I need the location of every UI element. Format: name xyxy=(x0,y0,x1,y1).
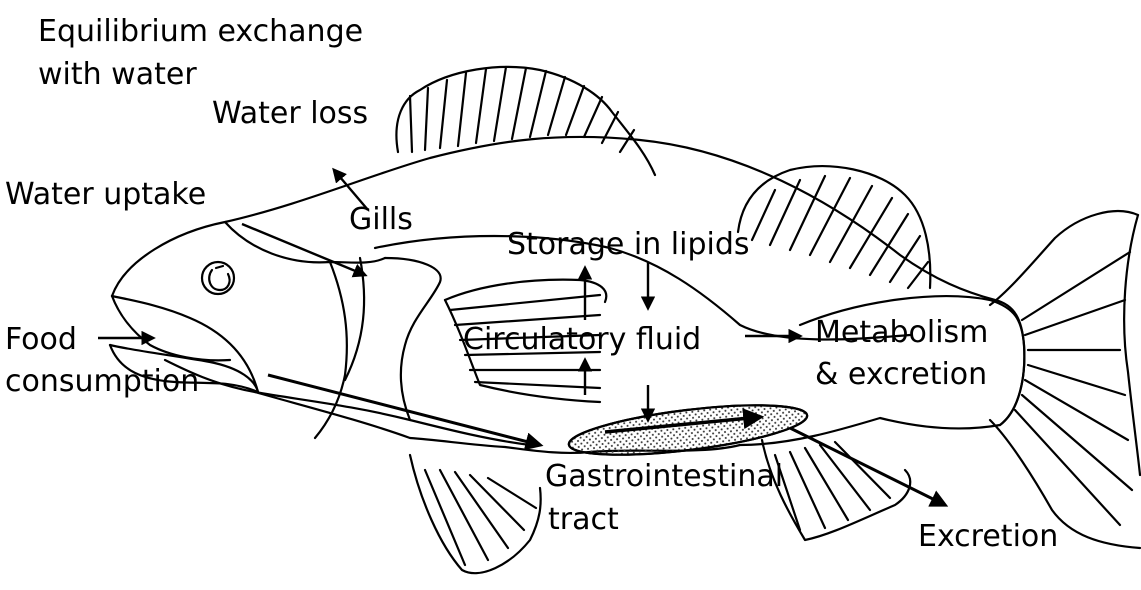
label-gills: Gills xyxy=(349,205,413,235)
soft-dorsal-fin xyxy=(738,166,930,288)
label-gi-2: tract xyxy=(548,505,619,535)
food-to-gi-arrow xyxy=(268,375,540,445)
pelvic-fin xyxy=(410,455,541,573)
excretion-arrow xyxy=(790,428,945,505)
label-metabolism-2: & excretion xyxy=(815,360,987,390)
fish-body-outline xyxy=(112,137,1024,453)
tail-fin xyxy=(990,211,1140,548)
eye xyxy=(202,262,234,294)
label-water-uptake: Water uptake xyxy=(5,180,206,210)
operculum xyxy=(315,262,347,438)
label-gi-1: Gastrointestinal xyxy=(545,462,783,492)
label-equilibrium-1: Equilibrium exchange xyxy=(38,17,363,47)
label-water-loss: Water loss xyxy=(212,99,368,129)
gi-tract xyxy=(566,396,809,465)
dorsal-fin xyxy=(396,67,655,175)
label-metabolism-1: Metabolism xyxy=(815,318,988,348)
label-food-1: Food xyxy=(5,325,77,355)
label-food-2: consumption xyxy=(5,367,199,397)
label-storage: Storage in lipids xyxy=(507,230,750,260)
upper-jaw xyxy=(112,296,230,360)
label-circulatory: Circulatory fluid xyxy=(463,325,701,355)
label-equilibrium-2: with water xyxy=(38,60,197,90)
label-excretion: Excretion xyxy=(918,522,1058,552)
gill-cover xyxy=(385,258,441,420)
anal-fin xyxy=(762,440,910,540)
